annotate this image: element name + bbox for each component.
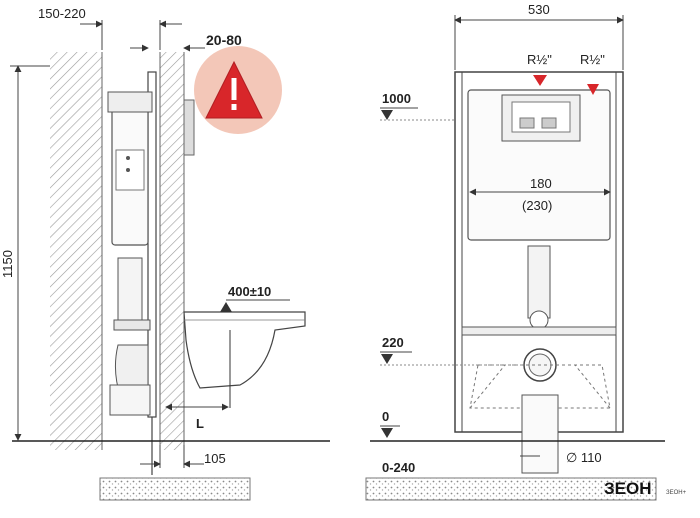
side-view: 150-220 20-80 1150 400±10 L 105 (0, 6, 330, 501)
frame-post (147, 71, 157, 418)
level-below-label: 0-240 (382, 460, 415, 475)
cross-bar (461, 326, 617, 336)
pipe-diameter-label: ∅ 110 (566, 450, 602, 465)
flush-pipe (117, 257, 143, 324)
back-wall (50, 52, 102, 450)
toilet-bowl (183, 311, 306, 389)
brand-logo-sub: ЗЕОН+ (666, 490, 687, 496)
front-wall (160, 52, 184, 450)
height-label: 1150 (0, 250, 15, 278)
flush-button-panel (183, 99, 195, 156)
front-ground (365, 477, 657, 501)
front-flush-pipe (527, 245, 551, 319)
gap-range-label: 20-80 (206, 32, 242, 48)
seat-height-label: 400±10 (228, 284, 271, 299)
ground (99, 477, 251, 501)
inlet-left-icon (533, 75, 547, 86)
level-drain-label: 220 (382, 335, 404, 350)
length-label: L (196, 416, 204, 431)
inlet-left-label: R½" (527, 52, 552, 67)
level-top-label: 1000 (382, 91, 411, 106)
button-width-alt-label: (230) (522, 198, 552, 213)
level-floor-label: 0 (382, 409, 389, 424)
width-range-label: 150-220 (38, 6, 86, 21)
inlet-right-icon (587, 84, 599, 95)
button-width-label: 180 (530, 176, 552, 191)
offset-label: 105 (204, 451, 226, 466)
front-width-label: 530 (528, 2, 550, 17)
front-view: R½" R½" 530 180 (230) 1000 220 (365, 2, 687, 501)
inlet-right-label: R½" (580, 52, 605, 67)
front-drain-pipe (521, 394, 559, 474)
brand-logo: ЗЕОН (604, 479, 652, 498)
